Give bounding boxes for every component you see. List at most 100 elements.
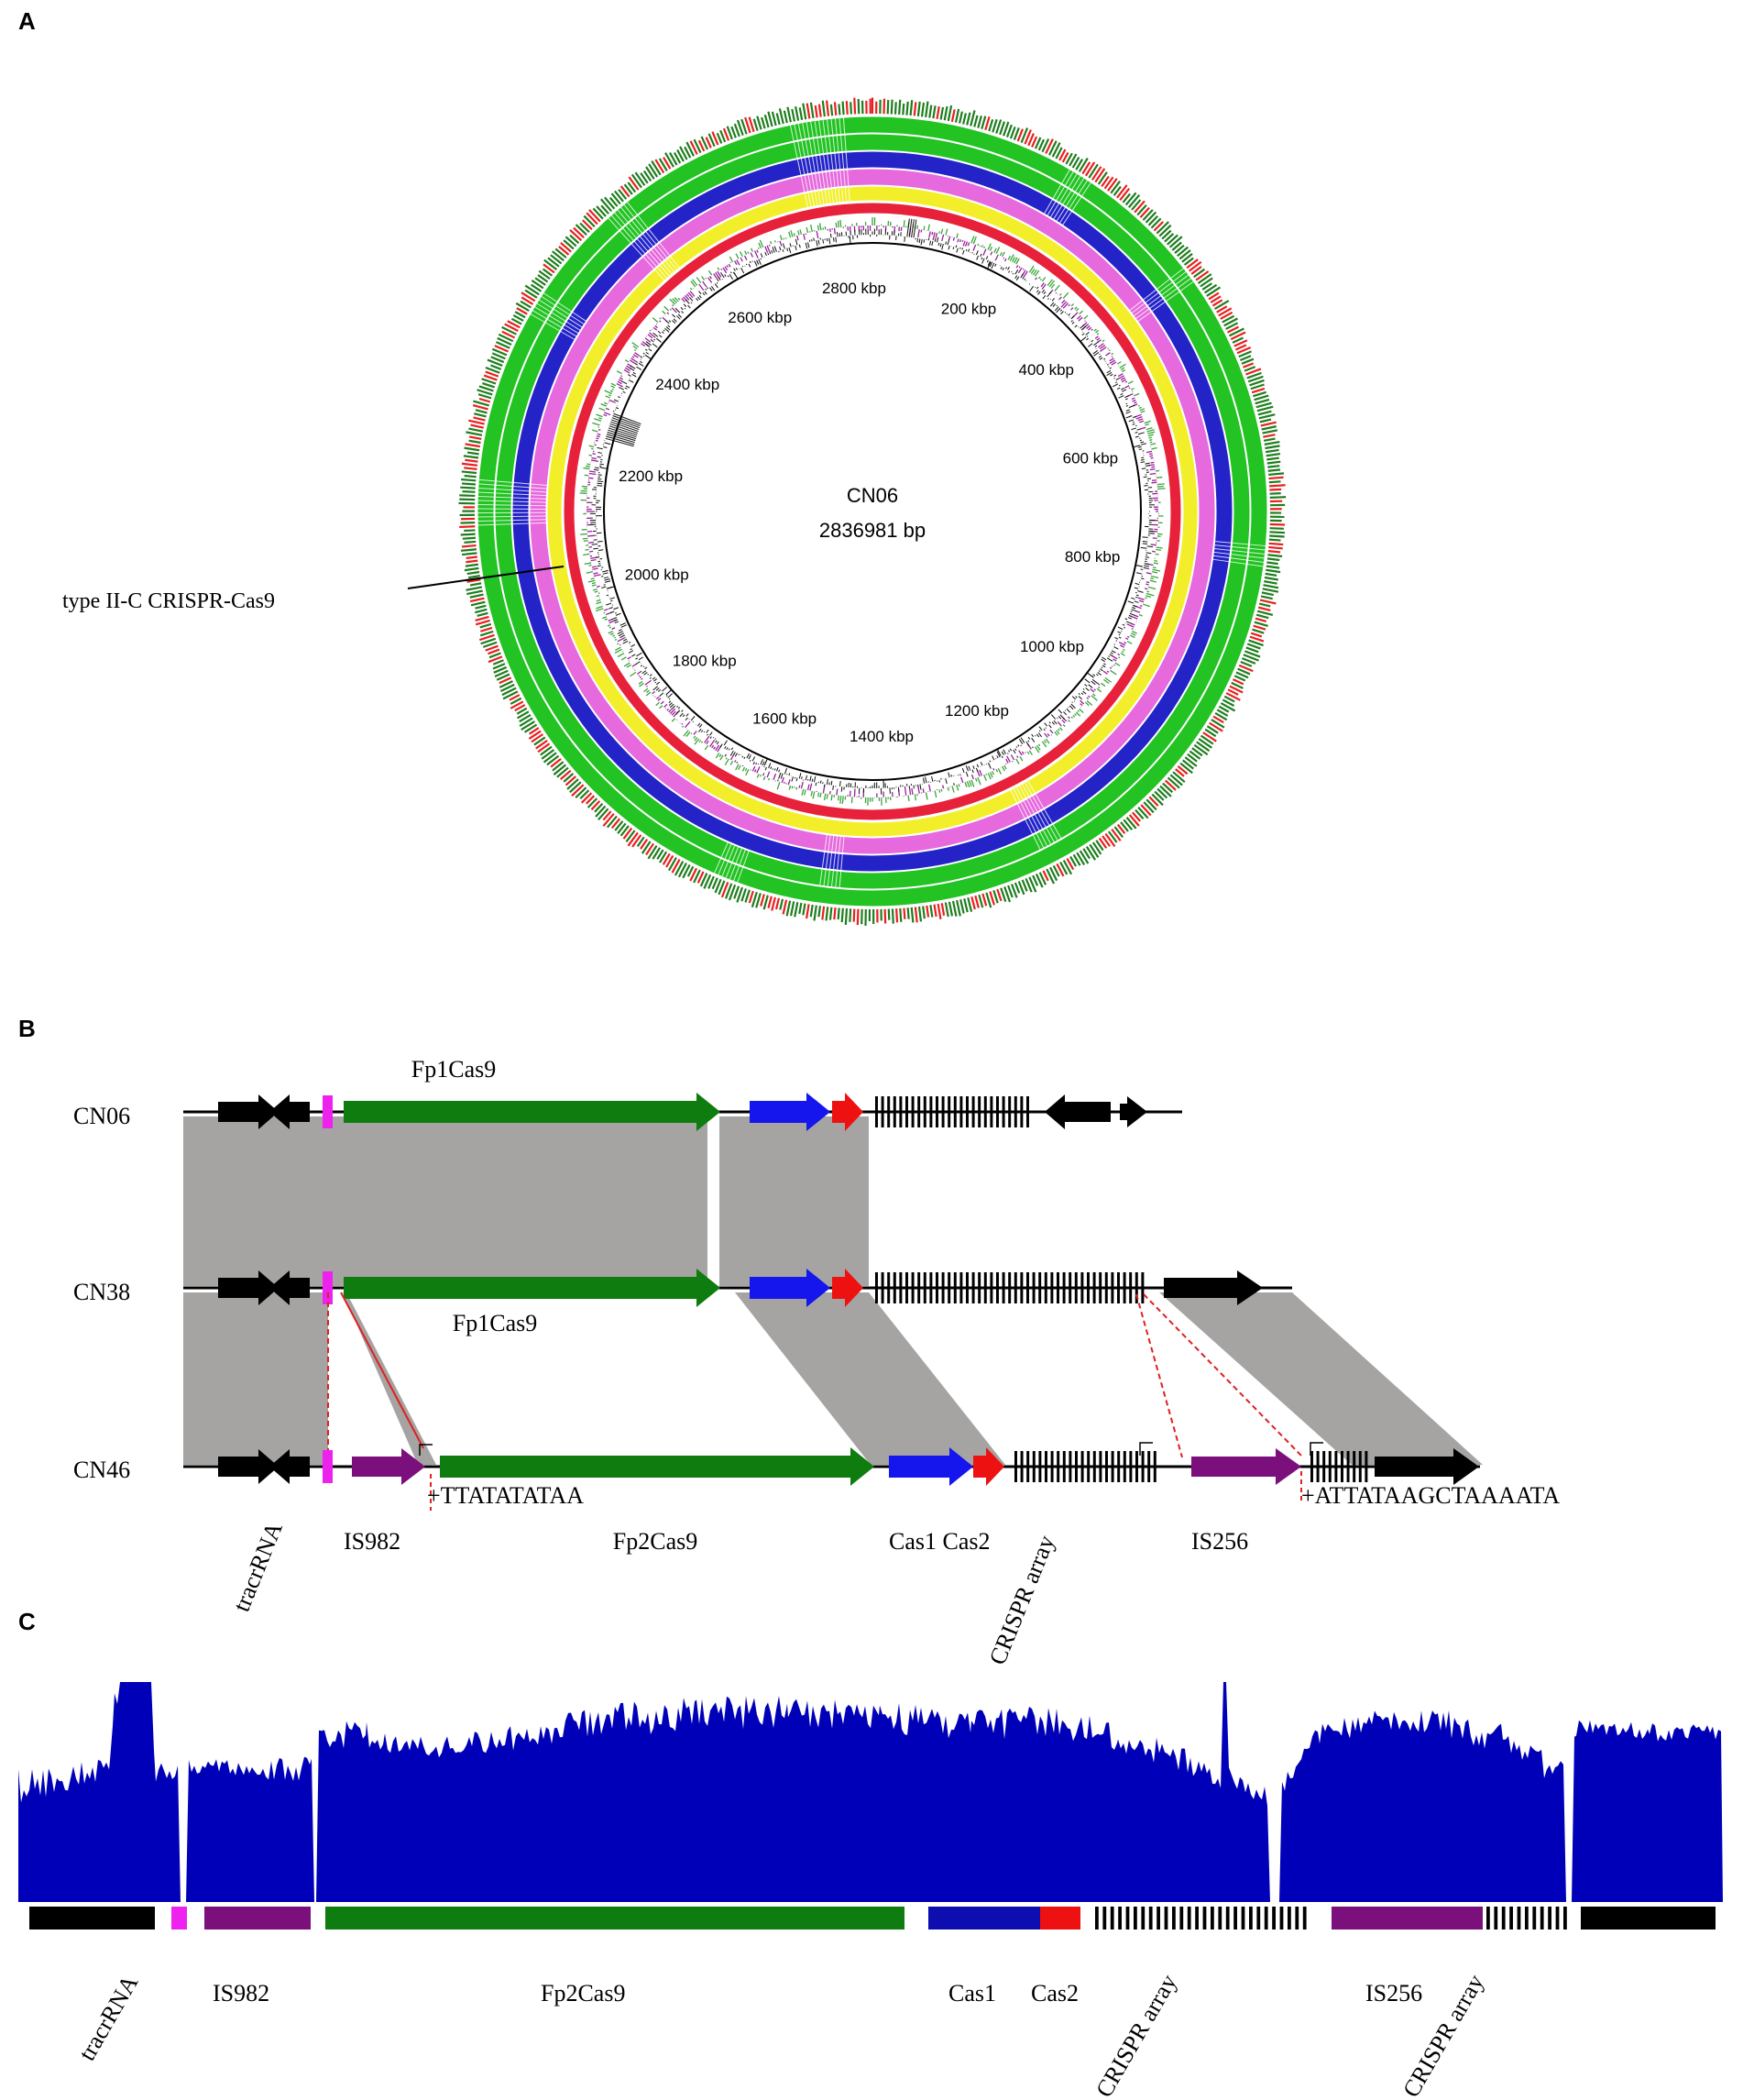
feature-tick <box>798 107 804 121</box>
feature-tick <box>1078 157 1089 172</box>
gc-skew-tick <box>1077 709 1080 712</box>
gc-skew-tick <box>836 788 839 796</box>
gc-skew-tick <box>1132 631 1137 634</box>
gc-skew-tick <box>982 248 987 256</box>
feature-tick <box>1181 253 1193 263</box>
gc-skew-tick <box>610 382 617 387</box>
feature-tick <box>689 140 698 155</box>
gc-skew-tick <box>1047 279 1053 286</box>
gc-content-tick <box>773 768 776 771</box>
gc-content-tick <box>1066 313 1068 315</box>
gc-content-tick <box>987 763 992 769</box>
feature-tick <box>488 648 500 655</box>
feature-tick <box>711 131 719 146</box>
feature-tick <box>1095 840 1104 852</box>
gc-skew-tick <box>960 776 964 784</box>
kbp-tick-label: 2200 kbp <box>619 467 683 485</box>
crispr-repeat <box>1233 1907 1237 1930</box>
kbp-tick-label: 2400 kbp <box>655 376 719 393</box>
gc-skew-tick <box>694 737 698 742</box>
feature-tick <box>1263 437 1276 442</box>
feature-tick <box>515 302 530 312</box>
gc-skew-tick <box>1139 604 1143 607</box>
feature-tick <box>833 102 838 115</box>
feature-tick <box>1056 863 1065 877</box>
fp2cas9-label: Fp2Cas9 <box>613 1528 697 1555</box>
feature-tick <box>1263 434 1276 438</box>
feature-tick <box>693 869 701 884</box>
gc-skew-tick <box>1090 688 1095 693</box>
gc-skew-tick <box>689 287 693 291</box>
feature-tick <box>1216 305 1228 313</box>
gc-content-tick <box>745 263 748 266</box>
feature-tick <box>802 903 806 916</box>
feature-tick <box>1139 206 1150 218</box>
gc-skew-tick <box>1094 335 1099 339</box>
crispr-repeat <box>1095 1907 1099 1930</box>
gc-skew-tick <box>591 429 598 433</box>
gc-skew-tick <box>641 677 643 680</box>
feature-tick <box>490 356 505 364</box>
gc-skew-tick <box>1050 734 1053 736</box>
gc-content-tick <box>778 772 782 779</box>
feature-tick <box>647 845 658 860</box>
gc-skew-tick <box>849 790 851 797</box>
ring-gap <box>794 124 812 208</box>
gc-content-tick <box>795 238 798 246</box>
gc-content-tick <box>1064 709 1067 711</box>
gc-content-tick <box>996 755 999 759</box>
feature-tick <box>1248 639 1264 647</box>
gc-content-tick <box>1082 690 1087 695</box>
feature-tick <box>466 555 477 560</box>
feature-tick <box>1191 747 1203 757</box>
feature-tick <box>552 761 565 772</box>
gc-skew-tick <box>916 225 919 229</box>
feature-tick <box>700 136 709 150</box>
gc-content-tick <box>835 236 838 243</box>
crispr-repeat <box>881 1096 884 1127</box>
ring-gap <box>538 299 583 328</box>
feature-tick <box>530 283 543 292</box>
gc-skew-tick <box>709 275 712 280</box>
feature-tick <box>468 427 484 433</box>
gc-skew-tick <box>969 780 972 787</box>
feature-tick <box>1136 204 1147 216</box>
gc-content-tick <box>1125 411 1131 414</box>
gc-skew-tick <box>1111 665 1113 667</box>
gene-arrow <box>1120 1096 1147 1127</box>
feature-tick <box>1233 339 1248 347</box>
gc-content-tick <box>665 320 670 324</box>
gc-skew-tick <box>589 550 594 553</box>
feature-tick <box>1171 241 1182 251</box>
gc-skew-tick <box>1139 426 1146 430</box>
crispr-repeat <box>1026 1096 1029 1127</box>
gc-skew-tick <box>1128 387 1131 390</box>
feature-tick <box>1202 731 1217 742</box>
feature-tick <box>1249 379 1265 387</box>
gc-content-tick <box>1088 684 1093 688</box>
gc-content-tick <box>738 753 740 756</box>
gc-skew-tick <box>1058 728 1060 731</box>
gc-content-tick <box>599 463 604 466</box>
feature-tick <box>466 570 480 576</box>
crispr-repeat <box>1486 1907 1490 1930</box>
feature-tick <box>478 633 495 642</box>
feature-tick <box>473 416 486 422</box>
feature-tick <box>475 615 489 622</box>
gc-skew-tick <box>839 796 842 804</box>
crispr-repeat <box>1540 1907 1544 1930</box>
gc-skew-tick <box>1114 662 1121 666</box>
gc-skew-tick <box>1078 316 1083 322</box>
gc-content-tick <box>657 688 662 692</box>
gc-content-tick <box>1047 291 1052 298</box>
gc-content-tick <box>961 767 965 774</box>
feature-tick <box>1020 127 1029 144</box>
gc-skew-tick <box>922 788 925 794</box>
gc-content-tick <box>734 753 738 757</box>
gc-content-tick <box>597 446 603 450</box>
crispr-repeat <box>983 1096 987 1127</box>
feature-tick <box>922 906 926 919</box>
gc-content-tick <box>1056 307 1061 313</box>
ring-gap <box>610 214 668 280</box>
gc-skew-tick <box>967 242 970 247</box>
